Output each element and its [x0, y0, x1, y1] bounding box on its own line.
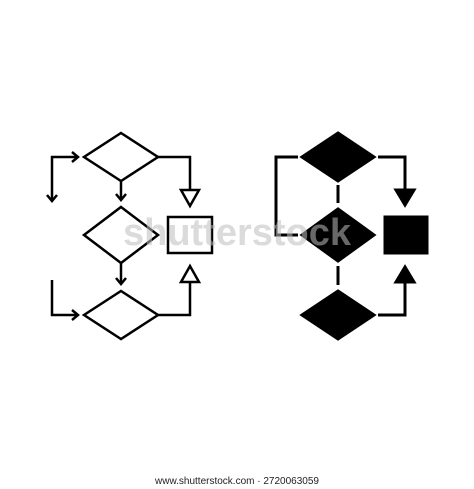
flowchart-outline-icon — [46, 131, 214, 341]
arrowhead-middle-bottom — [115, 277, 127, 286]
decision-diamond-top — [81, 131, 161, 183]
glyph-process-box — [383, 215, 429, 255]
arrowhead-loop-top-down — [46, 194, 58, 203]
glyph-diamond-bottom — [299, 289, 377, 341]
path-top-to-box — [158, 155, 192, 190]
hollow-arrow-down — [178, 188, 202, 209]
flowchart-glyph-icon — [274, 131, 429, 341]
glyph-loop-left — [274, 155, 298, 237]
arrowhead-top-middle — [115, 193, 127, 202]
path-bottom-to-box — [158, 282, 192, 317]
loop-top-left — [50, 155, 78, 200]
glyph-path-bottom — [378, 282, 407, 317]
loop-bottom-left — [50, 280, 78, 317]
footer-credit: www.shutterstock.com · 2720063059 — [155, 476, 319, 487]
arrowhead-loop-top-right — [71, 151, 80, 163]
glyph-path-top — [378, 155, 407, 190]
hollow-arrow-up — [178, 263, 202, 284]
process-box — [166, 215, 214, 255]
footer-bar — [0, 448, 474, 489]
glyph-arrow-up — [393, 264, 417, 284]
arrowhead-loop-bottom-right — [71, 309, 80, 321]
decision-diamond-bottom — [81, 289, 161, 341]
decision-diamond-middle — [81, 205, 161, 265]
glyph-arrow-down — [393, 188, 417, 208]
glyph-diamond-top — [299, 131, 377, 183]
glyph-diamond-middle — [299, 207, 377, 263]
